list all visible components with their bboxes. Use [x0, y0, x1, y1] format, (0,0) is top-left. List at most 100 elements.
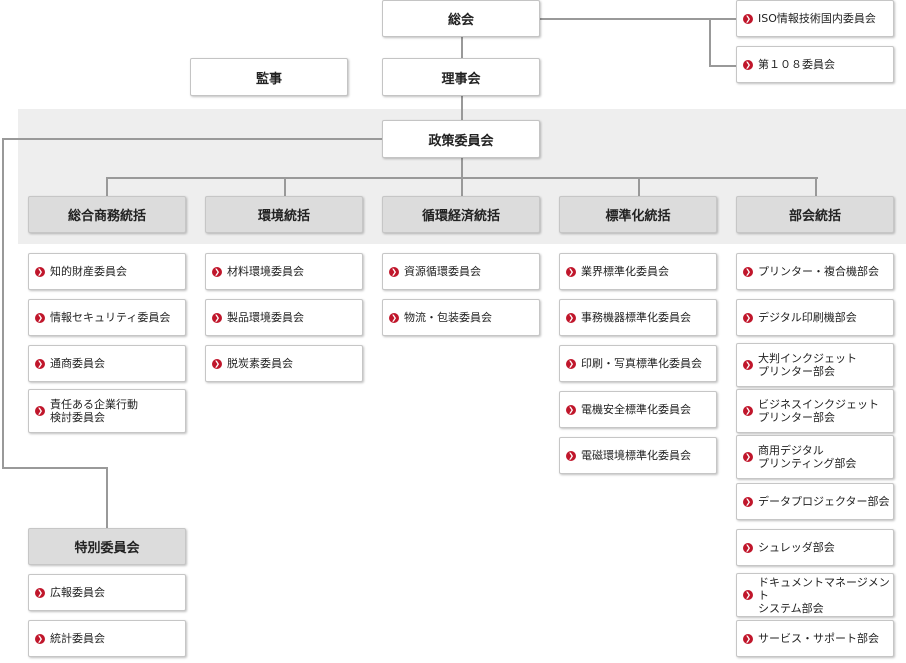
chevron-right-icon: ❯	[566, 358, 576, 369]
board-box: 理事会	[382, 58, 540, 96]
division-header: 標準化統括	[559, 196, 717, 233]
division-header: 総合商務統括	[28, 196, 186, 233]
chevron-right-icon: ❯	[35, 633, 45, 644]
committee-item: ❯ プリンター・複合機部会	[736, 253, 894, 290]
item-label: 材料環境委員会	[227, 265, 304, 278]
chevron-right-icon: ❯	[566, 404, 576, 415]
connector	[461, 158, 463, 178]
chevron-right-icon: ❯	[743, 590, 753, 600]
item-label: 通商委員会	[50, 357, 105, 370]
committee-item: ❯ 電機安全標準化委員会	[559, 391, 717, 428]
chevron-right-icon: ❯	[743, 13, 753, 24]
item-label: 大判インクジェット プリンター部会	[758, 352, 857, 378]
chevron-right-icon: ❯	[35, 312, 45, 323]
connector	[2, 467, 108, 469]
committee-item: ❯ 責任ある企業行動 検討委員会	[28, 389, 186, 433]
item-label: プリンター・複合機部会	[758, 265, 879, 278]
chevron-right-icon: ❯	[35, 358, 45, 369]
item-label: 情報セキュリティ委員会	[50, 311, 171, 324]
committee-item: ❯ 統計委員会	[28, 620, 186, 657]
connector	[461, 177, 463, 196]
chevron-right-icon: ❯	[743, 633, 753, 644]
item-label: データプロジェクター部会	[758, 495, 890, 508]
item-label: 脱炭素委員会	[227, 357, 293, 370]
side-committee-item: ❯ 第１０８委員会	[736, 46, 894, 83]
connector	[815, 177, 817, 196]
chevron-right-icon: ❯	[35, 266, 45, 277]
division-header: 循環経済統括	[382, 196, 540, 233]
connector	[284, 177, 286, 196]
connector	[2, 138, 382, 140]
committee-item: ❯ ビジネスインクジェット プリンター部会	[736, 389, 894, 433]
connector	[106, 467, 108, 528]
item-label: 製品環境委員会	[227, 311, 304, 324]
item-label: 印刷・写真標準化委員会	[581, 357, 702, 370]
item-label: 商用デジタル プリンティング部会	[758, 444, 857, 470]
committee-item: ❯ ドキュメントマネージメント システム部会	[736, 573, 894, 617]
chevron-right-icon: ❯	[35, 406, 45, 416]
item-label: 知的財産委員会	[50, 265, 127, 278]
committee-item: ❯ 脱炭素委員会	[205, 345, 363, 382]
division-header: 環境統括	[205, 196, 363, 233]
item-label: 電磁環境標準化委員会	[581, 449, 691, 462]
chevron-right-icon: ❯	[743, 59, 753, 70]
chevron-right-icon: ❯	[743, 406, 753, 416]
committee-item: ❯ 情報セキュリティ委員会	[28, 299, 186, 336]
chevron-right-icon: ❯	[566, 312, 576, 323]
item-label: ドキュメントマネージメント システム部会	[758, 575, 890, 615]
connector	[106, 177, 108, 196]
item-label: サービス・サポート部会	[758, 632, 879, 645]
item-label: 物流・包装委員会	[404, 311, 492, 324]
committee-item: ❯ 広報委員会	[28, 574, 186, 611]
committee-item: ❯ データプロジェクター部会	[736, 483, 894, 520]
policy-committee-box: 政策委員会	[382, 120, 540, 158]
committee-item: ❯ 事務機器標準化委員会	[559, 299, 717, 336]
connector	[2, 138, 4, 469]
chevron-right-icon: ❯	[389, 312, 399, 323]
chevron-right-icon: ❯	[743, 496, 753, 507]
item-label: ISO情報技術国内委員会	[758, 12, 876, 25]
item-label: デジタル印刷機部会	[758, 311, 857, 324]
committee-item: ❯ デジタル印刷機部会	[736, 299, 894, 336]
auditor-box: 監事	[190, 58, 348, 96]
chevron-right-icon: ❯	[566, 450, 576, 461]
item-label: 業界標準化委員会	[581, 265, 669, 278]
connector	[709, 65, 736, 67]
committee-item: ❯ 印刷・写真標準化委員会	[559, 345, 717, 382]
chevron-right-icon: ❯	[212, 358, 222, 369]
chevron-right-icon: ❯	[212, 266, 222, 277]
committee-item: ❯ シュレッダ部会	[736, 529, 894, 566]
connector	[461, 37, 463, 58]
division-header: 部会統括	[736, 196, 894, 233]
item-label: 第１０８委員会	[758, 58, 835, 71]
item-label: シュレッダ部会	[758, 541, 835, 554]
committee-item: ❯ 通商委員会	[28, 345, 186, 382]
committee-item: ❯ 業界標準化委員会	[559, 253, 717, 290]
committee-item: ❯ 商用デジタル プリンティング部会	[736, 435, 894, 479]
item-label: 統計委員会	[50, 632, 105, 645]
chevron-right-icon: ❯	[743, 360, 753, 370]
item-label: 事務機器標準化委員会	[581, 311, 691, 324]
chevron-right-icon: ❯	[743, 542, 753, 553]
chevron-right-icon: ❯	[743, 266, 753, 277]
chevron-right-icon: ❯	[743, 452, 753, 462]
committee-item: ❯ 大判インクジェット プリンター部会	[736, 343, 894, 387]
committee-item: ❯ 電磁環境標準化委員会	[559, 437, 717, 474]
committee-item: ❯ 知的財産委員会	[28, 253, 186, 290]
committee-item: ❯ 製品環境委員会	[205, 299, 363, 336]
committee-item: ❯ サービス・サポート部会	[736, 620, 894, 657]
item-label: ビジネスインクジェット プリンター部会	[758, 398, 879, 424]
committee-item: ❯ 資源循環委員会	[382, 253, 540, 290]
item-label: 資源循環委員会	[404, 265, 481, 278]
general-meeting-box: 総会	[382, 0, 540, 37]
connector	[540, 18, 736, 20]
chevron-right-icon: ❯	[389, 266, 399, 277]
item-label: 広報委員会	[50, 586, 105, 599]
connector	[709, 18, 711, 67]
committee-item: ❯ 材料環境委員会	[205, 253, 363, 290]
item-label: 電機安全標準化委員会	[581, 403, 691, 416]
chevron-right-icon: ❯	[212, 312, 222, 323]
chevron-right-icon: ❯	[743, 312, 753, 323]
connector	[461, 96, 463, 120]
